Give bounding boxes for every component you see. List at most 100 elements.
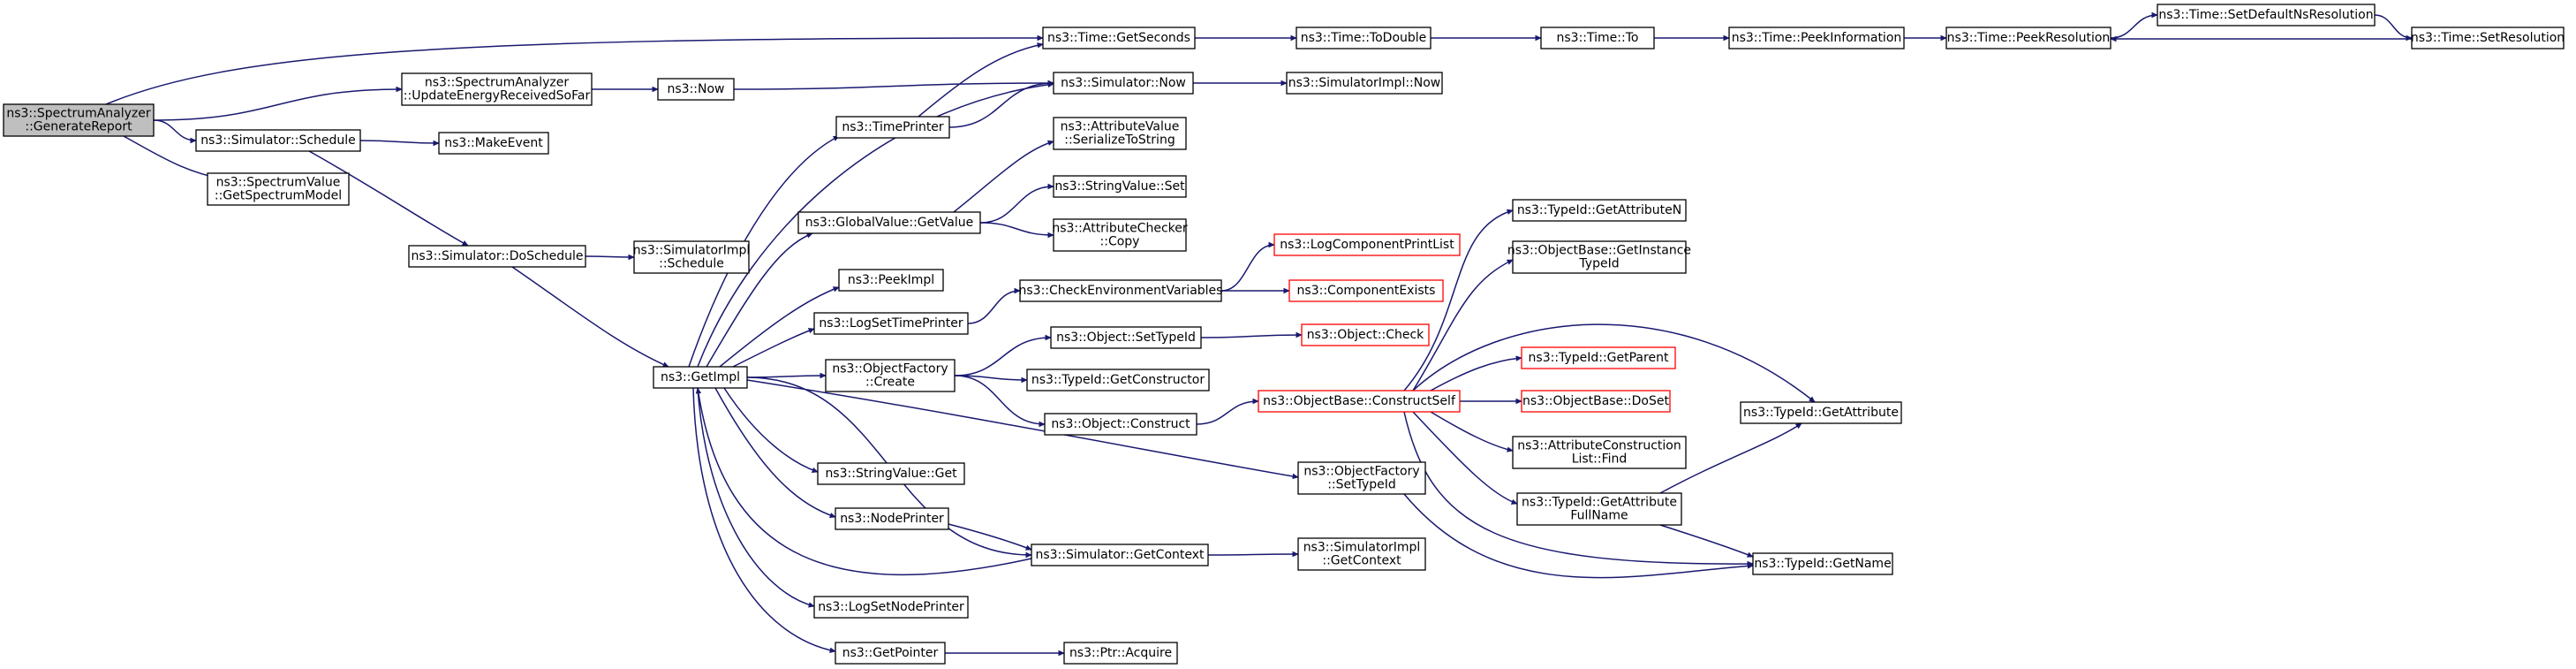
edge-line bbox=[308, 150, 468, 247]
edge-check_env-to-log_component_print bbox=[1220, 245, 1274, 292]
edge-line bbox=[1412, 323, 1815, 403]
node-label: ns3::Time::SetDefaultNsResolution bbox=[2158, 8, 2373, 22]
edge-line bbox=[1430, 411, 1513, 451]
edge-line bbox=[1403, 411, 1753, 564]
node-string-set[interactable]: ns3::StringValue::Set bbox=[1053, 175, 1187, 198]
node-peek-information[interactable]: ns3::Time::PeekInformation bbox=[1728, 27, 1905, 49]
node-component-exists[interactable]: ns3::ComponentExists bbox=[1288, 279, 1444, 302]
node-check-env[interactable]: ns3::CheckEnvironmentVariables bbox=[1019, 279, 1223, 302]
node-typeid-get-attribute[interactable]: ns3::TypeId::GetAttribute bbox=[1740, 401, 1902, 424]
node-make-event[interactable]: ns3::MakeEvent bbox=[438, 132, 549, 155]
node-box bbox=[835, 116, 950, 139]
node-attr-serialize[interactable]: ns3::AttributeValue::SerializeToString bbox=[1053, 117, 1187, 150]
node-simimpl-schedule[interactable]: ns3::SimulatorImpl::Schedule bbox=[633, 240, 751, 274]
edge-line bbox=[1659, 422, 1802, 494]
node-generate-report[interactable]: ns3::SpectrumAnalyzer::GenerateReport bbox=[3, 103, 155, 137]
node-time-to[interactable]: ns3::Time::To bbox=[1540, 27, 1655, 49]
node-box bbox=[1301, 323, 1430, 346]
node-box bbox=[1286, 72, 1443, 95]
edge-node_printer-to-sim_get_context bbox=[948, 523, 1031, 550]
node-label: ns3::MakeEvent bbox=[444, 136, 543, 150]
node-sim-now[interactable]: ns3::Simulator::Now bbox=[1053, 72, 1194, 95]
node-box bbox=[1019, 279, 1222, 302]
node-update-energy[interactable]: ns3::SpectrumAnalyzer::UpdateEnergyRecei… bbox=[401, 72, 593, 106]
node-label: ns3::LogComponentPrintList bbox=[1280, 238, 1454, 252]
node-box bbox=[825, 359, 956, 392]
node-simimpl-now[interactable]: ns3::SimulatorImpl::Now bbox=[1286, 72, 1443, 95]
node-get-impl[interactable]: ns3::GetImpl bbox=[653, 366, 748, 389]
edge-ns3_now-to-sim_now bbox=[733, 83, 1054, 90]
edge-get_impl-to-peek_impl bbox=[719, 287, 839, 368]
edge-objbase_construct_self-to-typeid_get_attr_n bbox=[1403, 210, 1513, 392]
node-set-resolution[interactable]: ns3::Time::SetResolution bbox=[2411, 27, 2565, 49]
node-ns3-now[interactable]: ns3::Now bbox=[657, 78, 735, 101]
edge-sim_doschedule-to-get_impl bbox=[511, 266, 669, 368]
node-object-set-typeid[interactable]: ns3::Object::SetTypeId bbox=[1050, 326, 1202, 349]
node-time-getseconds[interactable]: ns3::Time::GetSeconds bbox=[1042, 27, 1196, 49]
node-attr-checker-copy[interactable]: ns3::AttributeChecker::Copy bbox=[1052, 218, 1188, 252]
node-time-todouble[interactable]: ns3::Time::ToDouble bbox=[1296, 27, 1432, 49]
node-label: ns3::ObjectBase::ConstructSelf bbox=[1263, 394, 1456, 408]
edge-get_impl-to-time_printer bbox=[688, 135, 839, 368]
node-box bbox=[1521, 390, 1671, 413]
edge-peek_resolution-to-set_default_ns bbox=[2110, 15, 2157, 39]
node-typeid-get-name[interactable]: ns3::TypeId::GetName bbox=[1752, 552, 1893, 575]
node-peek-impl[interactable]: ns3::PeekImpl bbox=[838, 269, 944, 292]
node-node-printer[interactable]: ns3::NodePrinter bbox=[835, 507, 949, 530]
edge-line bbox=[967, 291, 1020, 324]
node-typeid-get-attr-n[interactable]: ns3::TypeId::GetAttributeN bbox=[1512, 199, 1687, 222]
node-ptr-acquire[interactable]: ns3::Ptr::Acquire bbox=[1063, 642, 1178, 665]
node-object-check[interactable]: ns3::Object::Check bbox=[1301, 323, 1430, 346]
node-sim-doschedule[interactable]: ns3::Simulator::DoSchedule bbox=[408, 245, 586, 268]
node-get-pointer[interactable]: ns3::GetPointer bbox=[835, 642, 946, 665]
edge-line bbox=[2110, 15, 2157, 39]
node-label: ns3::GlobalValue::GetValue bbox=[805, 216, 973, 230]
edge-time_printer-to-time_getseconds bbox=[918, 44, 1043, 118]
node-box bbox=[1540, 27, 1655, 49]
node-simimpl-get-context[interactable]: ns3::SimulatorImpl::GetContext bbox=[1297, 537, 1426, 571]
node-object-factory-create[interactable]: ns3::ObjectFactory::Create bbox=[825, 359, 956, 392]
node-box bbox=[657, 78, 735, 101]
node-label: ns3::SpectrumAnalyzer bbox=[425, 76, 570, 90]
edge-line bbox=[719, 287, 839, 368]
node-label: ns3::ObjectBase::GetInstance bbox=[1507, 244, 1691, 258]
edge-line bbox=[153, 119, 196, 141]
node-spectrum-model[interactable]: ns3::SpectrumValue::GetSpectrumModel bbox=[207, 172, 350, 206]
node-object-construct[interactable]: ns3::Object::Construct bbox=[1044, 413, 1197, 436]
node-sim-schedule[interactable]: ns3::Simulator::Schedule bbox=[195, 129, 361, 152]
node-label: ns3::LogSetNodePrinter bbox=[818, 600, 964, 614]
node-label: List::Find bbox=[1572, 452, 1628, 467]
node-set-default-ns[interactable]: ns3::Time::SetDefaultNsResolution bbox=[2157, 4, 2376, 27]
edge-objbase_construct_self-to-typeid_get_name bbox=[1403, 411, 1753, 564]
node-global-getvalue[interactable]: ns3::GlobalValue::GetValue bbox=[797, 211, 981, 234]
node-label: ns3::Object::Construct bbox=[1051, 417, 1190, 431]
edge-generate_report-to-time_getseconds bbox=[105, 38, 1043, 105]
edge-line bbox=[1430, 358, 1522, 392]
node-typeid-get-constructor[interactable]: ns3::TypeId::GetConstructor bbox=[1026, 369, 1210, 392]
node-box bbox=[813, 596, 969, 619]
node-box bbox=[1053, 218, 1187, 252]
node-log-set-node-printer[interactable]: ns3::LogSetNodePrinter bbox=[813, 596, 969, 619]
node-peek-resolution[interactable]: ns3::Time::PeekResolution bbox=[1945, 27, 2111, 49]
node-time-printer[interactable]: ns3::TimePrinter bbox=[835, 116, 950, 139]
edge-line bbox=[1403, 210, 1513, 392]
node-label: ns3::SpectrumAnalyzer bbox=[6, 107, 151, 121]
node-objbase-construct-self[interactable]: ns3::ObjectBase::ConstructSelf bbox=[1258, 390, 1461, 413]
node-object-factory-set-typeid[interactable]: ns3::ObjectFactory::SetTypeId bbox=[1297, 461, 1426, 495]
edge-line bbox=[698, 388, 1032, 576]
node-string-get[interactable]: ns3::StringValue::Get bbox=[817, 462, 965, 485]
node-objbase-doset[interactable]: ns3::ObjectBase::DoSet bbox=[1521, 390, 1671, 413]
node-sim-get-context[interactable]: ns3::Simulator::GetContext bbox=[1031, 544, 1209, 566]
edge-line bbox=[1200, 335, 1302, 338]
node-log-component-print[interactable]: ns3::LogComponentPrintList bbox=[1273, 233, 1461, 256]
edge-line bbox=[697, 84, 1054, 368]
node-log-set-time-printer[interactable]: ns3::LogSetTimePrinter bbox=[813, 312, 969, 335]
node-typeid-get-parent[interactable]: ns3::TypeId::GetParent bbox=[1521, 346, 1676, 369]
node-box bbox=[1273, 233, 1461, 256]
node-box bbox=[653, 366, 748, 389]
nodes-layer: ns3::SpectrumAnalyzer::GenerateReportns3… bbox=[3, 4, 2565, 665]
node-box bbox=[195, 129, 361, 152]
